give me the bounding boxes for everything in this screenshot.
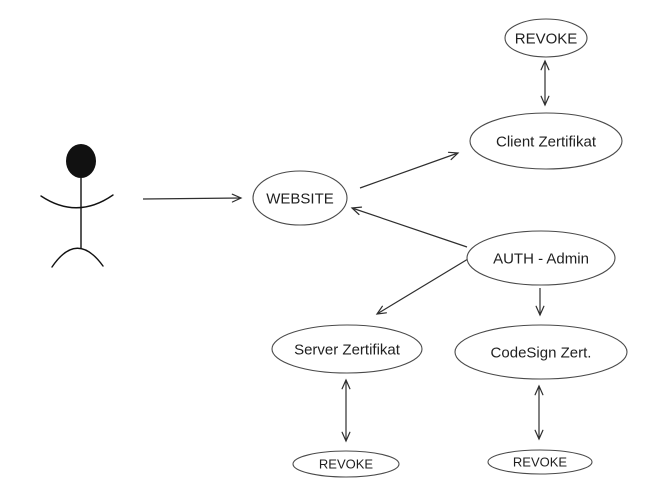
- usecase-node-client-zertifikat: Client Zertifikat: [469, 112, 623, 170]
- usecase-node-revoke-client: REVOKE: [504, 18, 588, 58]
- client-zertifikat-label: Client Zertifikat: [496, 133, 597, 150]
- client-zertifikat-to-revoke-connector: [540, 59, 550, 107]
- revoke-codesign-label: REVOKE: [513, 455, 568, 470]
- usecase-node-auth-admin: AUTH - Admin: [466, 230, 616, 286]
- arrowhead-icon: [535, 305, 545, 317]
- arrowhead-icon: [447, 151, 460, 161]
- revoke-server-ellipse: [292, 450, 400, 478]
- connector-line: [376, 258, 469, 315]
- arrowhead-icon: [540, 59, 550, 71]
- codesign-zert-label: CodeSign Zert.: [491, 344, 592, 361]
- usecase-node-server-zertifikat: Server Zertifikat: [271, 324, 423, 374]
- revoke-client-label: REVOKE: [515, 30, 578, 47]
- codesign-zert-ellipse: [454, 324, 628, 380]
- auth-admin-ellipse: [466, 230, 616, 286]
- website-ellipse: [252, 170, 348, 226]
- server-zertifikat-label: Server Zertifikat: [294, 341, 401, 358]
- auth-admin-to-website-connector: [350, 206, 468, 248]
- arrowhead-icon: [350, 206, 363, 216]
- connector-line: [142, 197, 242, 200]
- codesign-zert-to-revoke-connector: [534, 384, 544, 441]
- actor-head: [66, 144, 96, 178]
- user-actor: [40, 144, 114, 268]
- usecase-node-website: WEBSITE: [252, 170, 348, 226]
- arrowhead-icon: [231, 193, 243, 203]
- server-zertifikat-ellipse: [271, 324, 423, 374]
- actor-arms: [40, 194, 114, 209]
- arrowhead-icon: [341, 378, 351, 390]
- connector-line: [351, 207, 468, 248]
- website-to-client-zertifikat-connector: [359, 151, 460, 189]
- arrowhead-icon: [375, 305, 387, 315]
- usecase-node-revoke-codesign: REVOKE: [487, 449, 593, 475]
- connector-line: [359, 152, 459, 189]
- server-zertifikat-to-revoke-connector: [341, 378, 351, 443]
- actor-legs: [51, 247, 104, 268]
- auth-admin-to-codesign-zert-connector: [535, 288, 545, 317]
- usecase-node-revoke-server: REVOKE: [292, 450, 400, 478]
- auth-admin-to-server-zertifikat-connector: [375, 258, 469, 315]
- client-zertifikat-ellipse: [469, 112, 623, 170]
- arrowhead-icon: [534, 429, 544, 441]
- revoke-codesign-ellipse: [487, 449, 593, 475]
- usecase-node-codesign-zert: CodeSign Zert.: [454, 324, 628, 380]
- website-label: WEBSITE: [266, 190, 334, 207]
- auth-admin-label: AUTH - Admin: [493, 250, 589, 267]
- arrowhead-icon: [540, 95, 550, 107]
- arrowhead-icon: [534, 384, 544, 396]
- revoke-client-ellipse: [504, 18, 588, 58]
- actor-to-website-connector: [142, 193, 243, 203]
- revoke-server-label: REVOKE: [319, 457, 374, 472]
- arrowhead-icon: [341, 431, 351, 443]
